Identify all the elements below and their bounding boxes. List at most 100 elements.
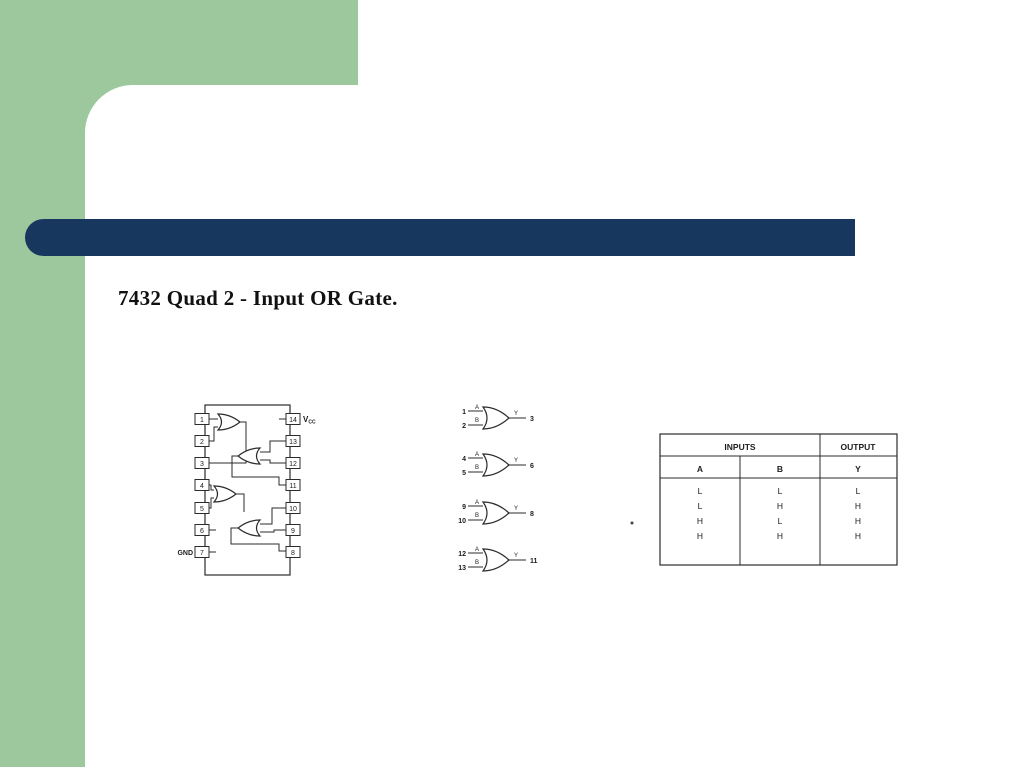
cell-r2-b: H — [777, 501, 783, 511]
ic-pinout-diagram: 1 2 3 4 5 6 7 14 13 12 11 10 9 8 VCC GND — [177, 404, 316, 576]
gate4-label-a: A — [475, 547, 479, 553]
cell-r1-b: L — [778, 486, 783, 496]
gate1-pin-b: 2 — [462, 423, 466, 430]
ic-pin-box-5 — [194, 502, 210, 514]
gate2-wires — [468, 457, 526, 473]
gate4-pin-a: 12 — [458, 551, 466, 558]
or-gate-2: 4 5 A B Y 6 — [462, 452, 534, 477]
ic-pin-number-7: 7 — [200, 550, 204, 557]
cell-r3-y: H — [855, 516, 861, 526]
gate1-wires — [468, 410, 526, 426]
cell-r1-a: L — [698, 486, 703, 496]
ic-pin-box-2 — [194, 435, 210, 447]
gate4-wires — [468, 552, 526, 568]
ic-pin-number-4: 4 — [200, 483, 204, 490]
truth-table: INPUTS OUTPUT A B Y L L L L H H H L H H … — [659, 433, 898, 566]
ic-pin-number-1: 1 — [200, 417, 204, 424]
ic-pin-number-9: 9 — [291, 528, 295, 535]
output-header: OUTPUT — [841, 442, 877, 452]
green-left-band — [0, 0, 85, 767]
ic-internal-or-gate-3 — [212, 485, 237, 503]
gate3-label-b: B — [475, 513, 479, 519]
ic-internal-or-gate-4 — [237, 519, 262, 537]
gate2-label-a: A — [475, 452, 479, 458]
ic-pin-box-6 — [194, 524, 210, 536]
ic-pin-number-2: 2 — [200, 439, 204, 446]
ic-pin-number-6: 6 — [200, 528, 204, 535]
gate3-label-a: A — [475, 500, 479, 506]
gate4-label-y: Y — [514, 553, 518, 559]
gate2-label-y: Y — [514, 458, 518, 464]
scan-artifact-dot — [630, 521, 634, 525]
vcc-label: VCC — [303, 415, 316, 426]
gate1-label-b: B — [475, 418, 479, 424]
cell-r2-y: H — [855, 501, 861, 511]
ic-pin-number-3: 3 — [200, 461, 204, 468]
gate1-label-a: A — [475, 405, 479, 411]
cell-r4-y: H — [855, 531, 861, 541]
ic-pin-number-12: 12 — [289, 461, 297, 468]
gate4-pin-y: 11 — [530, 558, 538, 565]
gate2-pin-y: 6 — [530, 463, 534, 470]
slide-title: 7432 Quad 2 - Input OR Gate. — [118, 286, 398, 310]
col-header-y: Y — [855, 464, 861, 474]
gate2-pin-b: 5 — [462, 470, 466, 477]
cell-r4-b: H — [777, 531, 783, 541]
ic-pin-box-4 — [194, 479, 210, 491]
gate3-pin-a: 9 — [462, 504, 466, 511]
gate1-pin-a: 1 — [462, 409, 466, 416]
ic-pin-number-5: 5 — [200, 506, 204, 513]
col-header-b: B — [777, 464, 783, 474]
cell-r4-a: H — [697, 531, 703, 541]
ic-pin-box-12 — [285, 457, 301, 469]
gnd-label: GND — [177, 550, 193, 557]
ic-pin-number-14: 14 — [289, 417, 297, 424]
ic-pin-number-11: 11 — [289, 483, 296, 490]
gate2-pin-a: 4 — [462, 456, 466, 463]
ic-pin-number-10: 10 — [289, 506, 297, 513]
or-gate-3: 9 10 A B Y 8 — [458, 500, 534, 525]
or-gate-1: 1 2 A B Y 3 — [462, 405, 534, 430]
ic-pin-box-13 — [285, 435, 301, 447]
ic-pin-box-11 — [285, 479, 301, 491]
gate3-pin-b: 10 — [458, 518, 466, 525]
truth-table-border — [659, 433, 898, 566]
inputs-header: INPUTS — [724, 442, 756, 452]
ic-pin-box-10 — [285, 502, 301, 514]
cell-r3-b: L — [778, 516, 783, 526]
ic-pin-number-8: 8 — [291, 550, 295, 557]
ic-internal-or-gate-1 — [216, 413, 241, 431]
ic-pin-box-7 — [194, 546, 210, 558]
ic-pin-number-13: 13 — [289, 439, 297, 446]
ic-internal-or-gate-2 — [237, 447, 262, 465]
gate4-label-b: B — [475, 560, 479, 566]
ic-internal-wires — [209, 418, 286, 553]
ic-pin-box-9 — [285, 524, 301, 536]
gate2-shape — [481, 453, 510, 477]
truth-table-grid — [660, 434, 897, 565]
cell-r2-a: L — [698, 501, 703, 511]
ic-pin-box-14 — [285, 413, 301, 425]
gate4-shape — [481, 548, 510, 572]
gate3-label-y: Y — [514, 506, 518, 512]
gate3-wires — [468, 505, 526, 521]
slide-content-area — [85, 85, 1024, 767]
gate3-pin-y: 8 — [530, 511, 534, 518]
gate3-shape — [481, 501, 510, 525]
vcc-subscript: CC — [308, 420, 316, 426]
gate1-shape — [481, 406, 510, 430]
col-header-a: A — [697, 464, 703, 474]
or-gate-4: 12 13 A B Y 11 — [458, 547, 537, 572]
ic-pin-box-3 — [194, 457, 210, 469]
ic-pin-box-8 — [285, 546, 301, 558]
gate1-pin-y: 3 — [530, 416, 534, 423]
gate1-label-y: Y — [514, 411, 518, 417]
ic-pin-box-1 — [194, 413, 210, 425]
gate2-label-b: B — [475, 465, 479, 471]
gate4-pin-b: 13 — [458, 565, 466, 572]
figure-svg: 1 2 3 4 5 6 7 14 13 12 11 10 9 8 VCC GND — [177, 404, 898, 576]
green-top-band — [0, 0, 358, 86]
cell-r3-a: H — [697, 516, 703, 526]
cell-r1-y: L — [856, 486, 861, 496]
vcc-main: V — [303, 415, 309, 424]
